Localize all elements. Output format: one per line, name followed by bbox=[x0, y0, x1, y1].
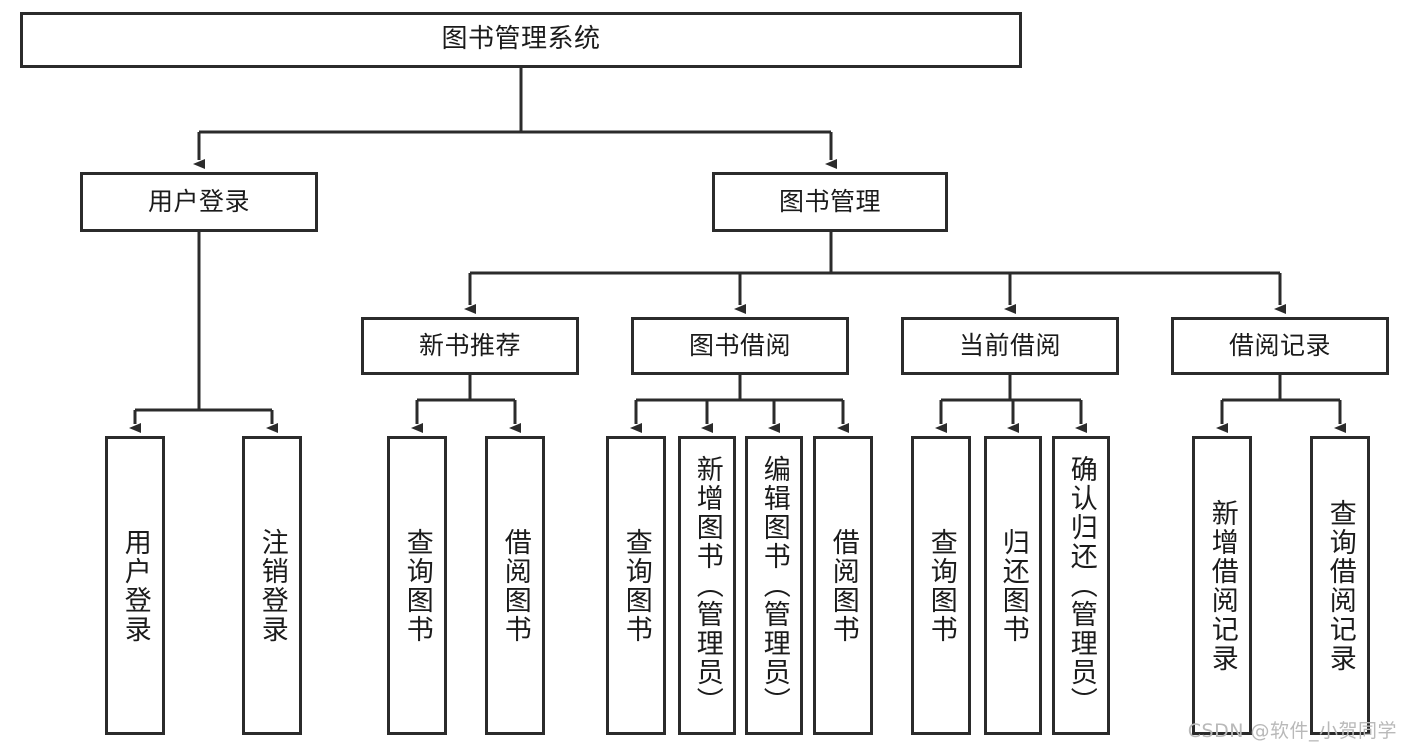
node-leaf-borrow-book-2-label: 借阅图书 bbox=[827, 527, 859, 644]
node-borrow-record-label: 借阅记录 bbox=[1228, 330, 1331, 360]
node-leaf-add-book[interactable]: 新增图书（管理员） bbox=[678, 436, 736, 735]
node-leaf-query-book-2[interactable]: 查询图书 bbox=[606, 436, 666, 735]
node-book-borrow[interactable]: 图书借阅 bbox=[631, 317, 849, 375]
node-current-borrow[interactable]: 当前借阅 bbox=[901, 317, 1119, 375]
node-leaf-edit-book-label: 编辑图书（管理员） bbox=[758, 455, 790, 716]
node-current-borrow-label: 当前借阅 bbox=[958, 330, 1061, 360]
node-leaf-borrow-book-1[interactable]: 借阅图书 bbox=[485, 436, 545, 735]
node-new-book-recommend[interactable]: 新书推荐 bbox=[361, 317, 579, 375]
node-leaf-add-record[interactable]: 新增借阅记录 bbox=[1192, 436, 1252, 735]
node-leaf-logout[interactable]: 注销登录 bbox=[242, 436, 302, 735]
node-leaf-query-book-1[interactable]: 查询图书 bbox=[387, 436, 447, 735]
node-leaf-add-record-label: 新增借阅记录 bbox=[1206, 498, 1238, 673]
node-leaf-user-login-label: 用户登录 bbox=[119, 527, 151, 644]
node-leaf-query-record-label: 查询借阅记录 bbox=[1324, 498, 1356, 673]
node-leaf-borrow-book-1-label: 借阅图书 bbox=[499, 527, 531, 644]
node-leaf-query-book-1-label: 查询图书 bbox=[401, 527, 433, 644]
node-root[interactable]: 图书管理系统 bbox=[20, 12, 1022, 68]
node-leaf-query-book-2-label: 查询图书 bbox=[620, 527, 652, 644]
node-borrow-record[interactable]: 借阅记录 bbox=[1171, 317, 1389, 375]
node-leaf-user-login[interactable]: 用户登录 bbox=[105, 436, 165, 735]
node-leaf-confirm-return[interactable]: 确认归还（管理员） bbox=[1052, 436, 1110, 735]
node-user-login[interactable]: 用户登录 bbox=[80, 172, 318, 232]
node-leaf-return-book-label: 归还图书 bbox=[997, 527, 1029, 644]
node-leaf-query-book-3[interactable]: 查询图书 bbox=[911, 436, 971, 735]
csdn-watermark: CSDN @软件_小贺同学 bbox=[1187, 720, 1397, 742]
node-book-borrow-label: 图书借阅 bbox=[688, 330, 791, 360]
node-new-book-recommend-label: 新书推荐 bbox=[418, 330, 521, 360]
node-user-login-label: 用户登录 bbox=[147, 186, 250, 216]
node-leaf-query-record[interactable]: 查询借阅记录 bbox=[1310, 436, 1370, 735]
node-leaf-confirm-return-label: 确认归还（管理员） bbox=[1065, 455, 1097, 716]
node-leaf-return-book[interactable]: 归还图书 bbox=[984, 436, 1042, 735]
node-book-management[interactable]: 图书管理 bbox=[712, 172, 948, 232]
node-leaf-logout-label: 注销登录 bbox=[256, 527, 288, 644]
node-root-label: 图书管理系统 bbox=[441, 24, 601, 55]
node-leaf-edit-book[interactable]: 编辑图书（管理员） bbox=[745, 436, 803, 735]
node-leaf-add-book-label: 新增图书（管理员） bbox=[691, 455, 723, 716]
node-leaf-query-book-3-label: 查询图书 bbox=[925, 527, 957, 644]
node-book-management-label: 图书管理 bbox=[778, 186, 881, 216]
node-leaf-borrow-book-2[interactable]: 借阅图书 bbox=[813, 436, 873, 735]
